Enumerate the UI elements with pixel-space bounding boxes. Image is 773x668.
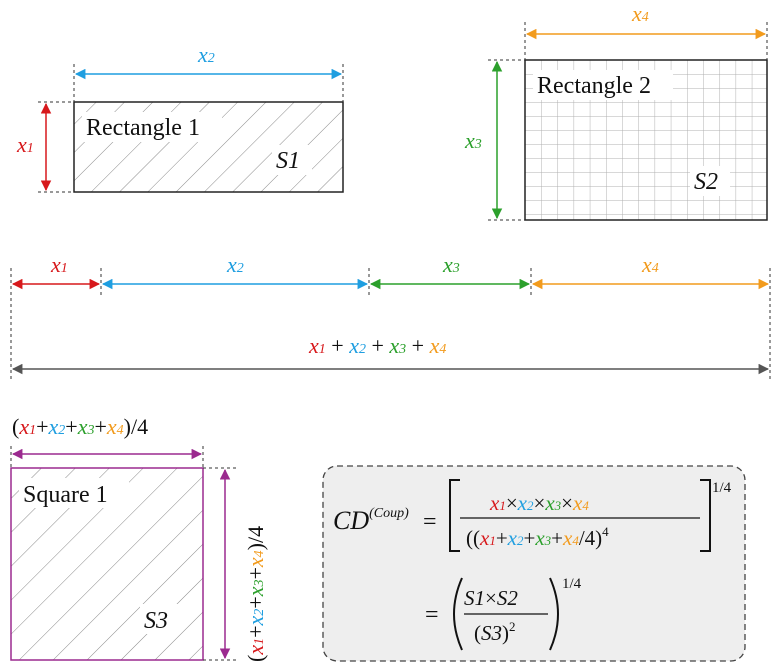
x4-segment-label: x4: [641, 252, 659, 277]
x4-top-label: x4: [631, 1, 649, 26]
rectangle-1-title-bg: [82, 112, 222, 142]
x3-segment-label: x3: [442, 252, 460, 277]
rectangle-2-area-label: S2: [694, 169, 718, 195]
formula-s-denominator: (S3)2: [474, 619, 516, 645]
x1-segment-label: x1: [50, 252, 68, 277]
equals-2: =: [425, 602, 439, 628]
exponent-2: 1/4: [562, 576, 582, 592]
cd-symbol: CD(Coup): [333, 506, 409, 535]
formula-numerator: x1×x2×x3×x4: [489, 491, 589, 515]
right-paren-2: [549, 577, 559, 651]
square-1-title-bg: [19, 478, 129, 508]
total-dimension: x1 + x2 + x3 + x4: [11, 333, 770, 375]
square-1-area-label: S3: [144, 608, 168, 634]
rectangle-2-area-bg: [690, 166, 730, 196]
formula-s-numerator: S1×S2: [464, 586, 518, 610]
x1-side-label: x1: [16, 132, 34, 157]
square-1-title: Square 1: [23, 482, 108, 508]
segment-dimension-row: x1 x2 x3 x4: [10, 252, 771, 382]
right-bracket: [700, 479, 711, 552]
rectangle-2-title: Rectangle 2: [537, 73, 651, 99]
exponent-1: 1/4: [712, 480, 732, 496]
x2-segment-label: x2: [226, 252, 244, 277]
x2-top-label: x2: [197, 42, 215, 67]
rectangle-2-title-bg: [533, 70, 673, 100]
rectangle-1-area-label: S1: [276, 148, 300, 174]
formula-box: CD(Coup) = 1/4 x1×x2×x3×x4 ((x1+x2+x3+x4…: [322, 465, 746, 662]
left-paren-2: [453, 577, 463, 651]
square-side-label: (x1+x2+x3+x4)/4: [243, 526, 268, 662]
total-label: x1 + x2 + x3 + x4: [308, 333, 446, 358]
rectangle-1-title: Rectangle 1: [86, 115, 200, 141]
rectangle-1-area-bg: [272, 145, 312, 175]
x3-side-label: x3: [464, 128, 482, 153]
rectangle-2: Rectangle 2 S2 x4 x3: [464, 1, 768, 221]
formula-box-frame: [322, 465, 746, 662]
equals-1: =: [423, 509, 437, 535]
square-1-area-bg: [140, 604, 180, 634]
formula-denominator: ((x1+x2+x3+x4/4)4: [466, 524, 609, 550]
left-bracket: [449, 479, 460, 552]
square-top-label: (x1+x2+x3+x4)/4: [12, 414, 148, 439]
square-1: Square 1 S3 (x1+x2+x3+x4)/4 (x1+x2+x3+x4…: [10, 414, 268, 662]
rectangle-1: Rectangle 1 S1 x2 x1: [16, 42, 344, 193]
